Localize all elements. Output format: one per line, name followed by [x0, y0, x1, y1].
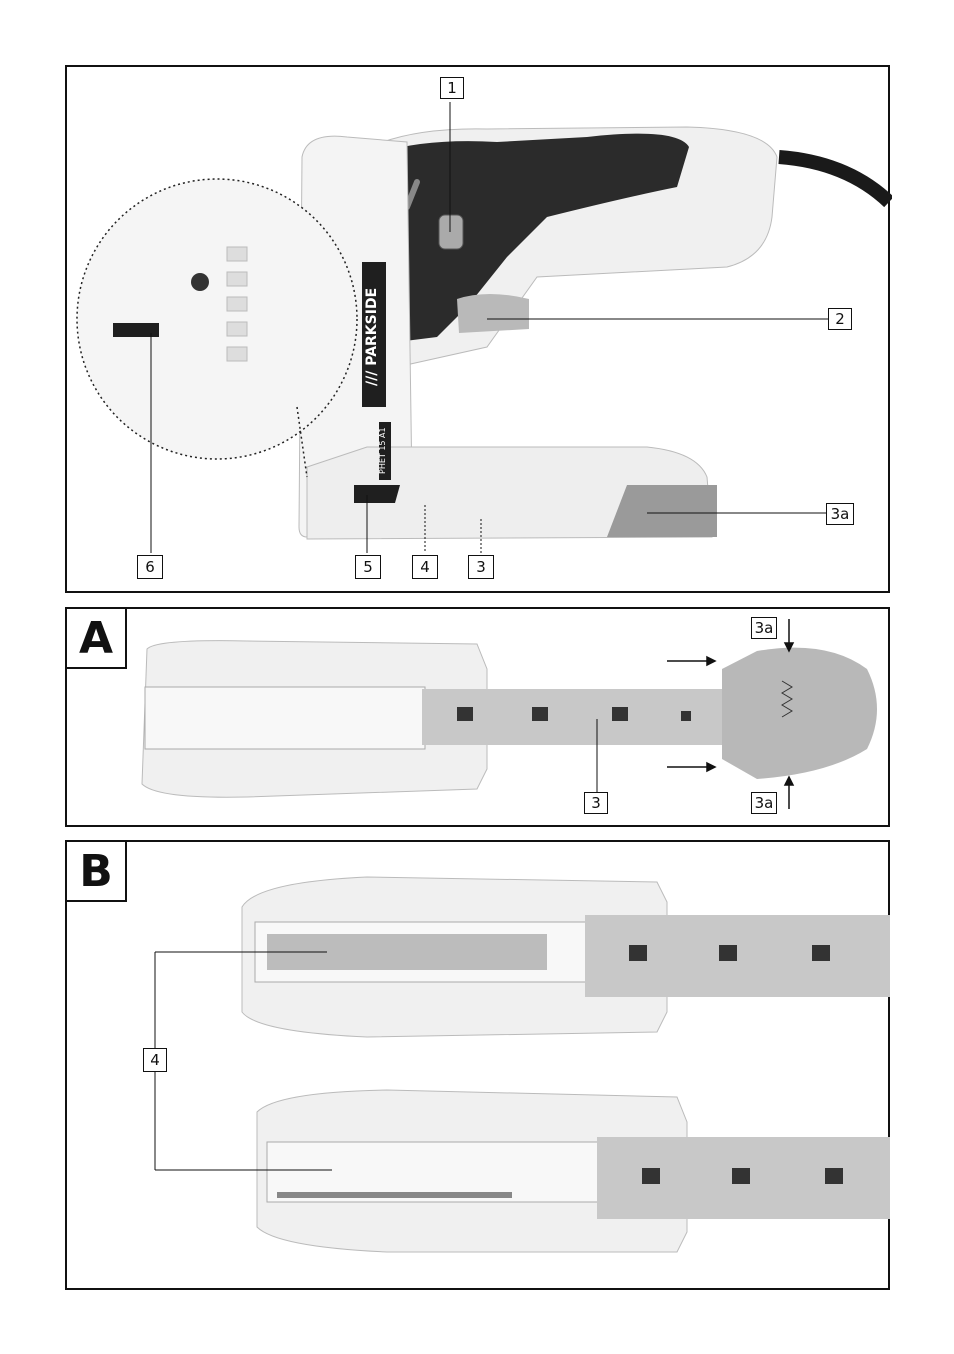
callout-3: 3: [584, 792, 608, 814]
callout-4: 4: [412, 555, 438, 579]
figure-a-letter: A: [65, 607, 127, 669]
callout-6: 6: [137, 555, 163, 579]
brand-label: /// PARKSIDE: [364, 267, 384, 407]
callout-3a-top: 3a: [751, 617, 777, 639]
figure-b: B 4: [65, 840, 890, 1290]
callout-4: 4: [143, 1048, 167, 1072]
figure-a: A 3a 3 3a: [65, 607, 890, 827]
callout-2: 2: [828, 308, 852, 330]
figure-overview: /// PARKSIDE PHET 15 A1 1 2 3a 6 5 4 3: [65, 65, 890, 593]
brand-name: PARKSIDE: [364, 288, 380, 366]
callout-3a: 3a: [826, 503, 854, 525]
staple-loading-illustration: [67, 842, 892, 1292]
model-label: PHET 15 A1: [378, 423, 392, 479]
callout-1: 1: [440, 77, 464, 99]
brand-prefix: ///: [364, 371, 380, 386]
stapler-side-view-illustration: [67, 67, 892, 595]
callout-3a-bottom: 3a: [751, 792, 777, 814]
callout-3: 3: [468, 555, 494, 579]
callout-5: 5: [355, 555, 381, 579]
figure-b-letter: B: [65, 840, 127, 902]
